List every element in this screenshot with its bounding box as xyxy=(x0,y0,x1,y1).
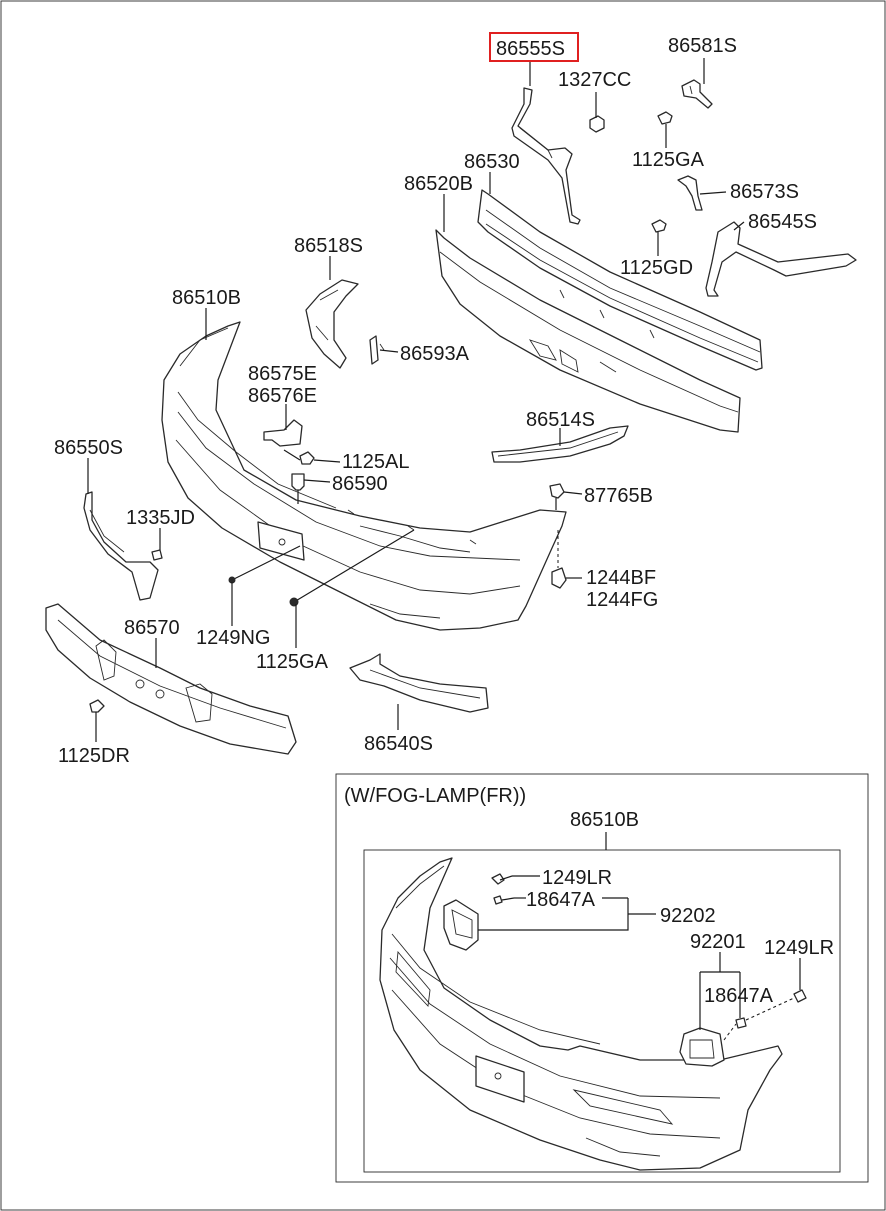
inset-label-18647A-b[interactable]: 18647A xyxy=(704,985,774,1007)
label-1249NG[interactable]: 1249NG xyxy=(196,627,271,649)
molding-86514S xyxy=(491,425,629,463)
fastener-1244BF xyxy=(551,530,567,589)
bracket-86575E xyxy=(263,419,303,447)
label-86590[interactable]: 86590 xyxy=(332,473,388,495)
label-1125GA-bottom[interactable]: 1125GA xyxy=(256,651,329,673)
label-1125GD[interactable]: 1125GD xyxy=(620,257,693,279)
label-1327CC[interactable]: 1327CC xyxy=(558,69,631,91)
label-86530[interactable]: 86530 xyxy=(464,151,520,173)
clip-86593A xyxy=(369,335,385,365)
label-1125DR[interactable]: 1125DR xyxy=(58,745,130,767)
bolt-1249NG xyxy=(228,545,301,584)
inset-label-86510B[interactable]: 86510B xyxy=(570,809,639,831)
inset-label-18647A-a[interactable]: 18647A xyxy=(526,889,596,911)
inset-fog-lamp-right xyxy=(679,989,807,1067)
label-1125AL[interactable]: 1125AL xyxy=(342,451,409,473)
reinforcement-86570 xyxy=(45,603,297,755)
label-86518S[interactable]: 86518S xyxy=(294,235,363,257)
bolt-1125GD xyxy=(651,219,667,233)
fastener-86590 xyxy=(291,473,305,504)
beam-86530 xyxy=(477,189,763,371)
inset-label-92202[interactable]: 92202 xyxy=(660,905,716,927)
inset-inner-frame xyxy=(363,849,841,1173)
bracket-86573S xyxy=(677,175,703,211)
label-1244FG[interactable]: 1244FG xyxy=(586,589,658,611)
nut-1327CC xyxy=(589,115,605,133)
label-86540S[interactable]: 86540S xyxy=(364,733,433,755)
label-86581S[interactable]: 86581S xyxy=(668,35,737,57)
label-86576E[interactable]: 86576E xyxy=(248,385,317,407)
bracket-86555S xyxy=(511,87,581,225)
inset-bumper-cover xyxy=(379,857,783,1171)
screw-1335JD xyxy=(151,549,163,561)
label-86514S[interactable]: 86514S xyxy=(526,409,595,431)
label-86570[interactable]: 86570 xyxy=(124,617,180,639)
inset-label-92201[interactable]: 92201 xyxy=(690,931,746,953)
inset-label-1249LR-a[interactable]: 1249LR xyxy=(542,867,612,889)
bracket-86545S xyxy=(705,221,857,297)
inset-frame xyxy=(335,773,869,1183)
fog-lamp-inset: (W/FOG-LAMP(FR)) 86510B xyxy=(335,773,869,1183)
label-86555S[interactable]: 86555S xyxy=(496,38,565,60)
highlight-box-86555S xyxy=(489,32,579,62)
bolt-1125GA-top xyxy=(657,111,673,125)
label-86573S[interactable]: 86573S xyxy=(730,181,799,203)
label-86550S[interactable]: 86550S xyxy=(54,437,123,459)
bumper-cover-86510B xyxy=(161,321,567,631)
label-1125GA-top[interactable]: 1125GA xyxy=(632,149,705,171)
bracket-86550S xyxy=(83,491,159,601)
label-86545S[interactable]: 86545S xyxy=(748,211,817,233)
bracket-86581S xyxy=(681,79,713,109)
label-86510B[interactable]: 86510B xyxy=(172,287,241,309)
part-labels: 86555S 86581S 1327CC 1125GA 86530 86520B… xyxy=(54,32,817,767)
bolt-1125AL xyxy=(283,449,315,465)
label-1244BF[interactable]: 1244BF xyxy=(586,567,656,589)
absorber-86520B xyxy=(435,229,741,433)
inset-title: (W/FOG-LAMP(FR)) xyxy=(344,785,526,807)
inset-leader-lines xyxy=(478,875,801,1030)
inset-fog-lamp-left xyxy=(443,873,515,951)
inset-label-1249LR-b[interactable]: 1249LR xyxy=(764,937,834,959)
label-86520B[interactable]: 86520B xyxy=(404,173,473,195)
trim-86518S xyxy=(305,279,359,369)
leader-lines xyxy=(87,58,745,742)
label-86575E[interactable]: 86575E xyxy=(248,363,317,385)
bolt-1125DR xyxy=(89,699,105,713)
lip-86540S xyxy=(349,653,489,713)
fastener-87765B xyxy=(549,483,565,510)
label-86593A[interactable]: 86593A xyxy=(400,343,470,365)
label-87765B[interactable]: 87765B xyxy=(584,485,653,507)
label-1335JD[interactable]: 1335JD xyxy=(126,507,195,529)
